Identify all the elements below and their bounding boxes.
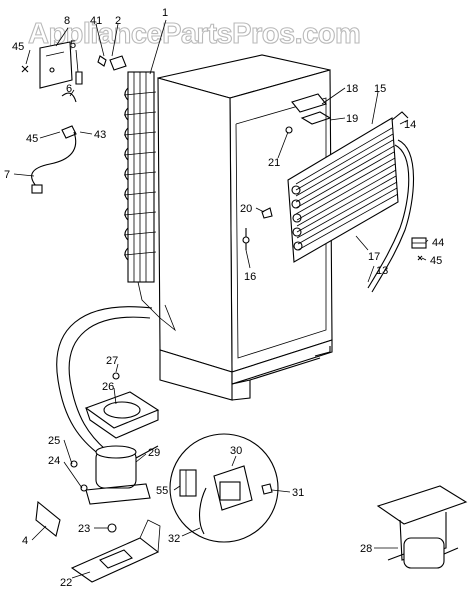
callout-17: 17 [368,251,380,263]
callout-44: 44 [432,237,444,249]
callout-45-b: 45 [26,133,38,145]
callout-45-a: 45 [12,41,24,53]
callout-55: 55 [156,485,168,497]
compressor [35,445,159,537]
callout-19: 19 [346,113,358,125]
callout-14: 14 [404,119,416,131]
callout-23: 23 [78,523,90,535]
callout-45-c: 45 [430,255,442,267]
callout-25: 25 [48,435,60,447]
drain-pan [84,372,160,439]
callout-27: 27 [106,355,118,367]
callout-4: 4 [22,535,28,547]
callout-20: 20 [240,203,252,215]
compressor-bottom-right [376,485,468,569]
callout-22: 22 [60,577,72,589]
callout-43: 43 [94,129,106,141]
callout-18: 18 [346,83,358,95]
callout-26: 26 [102,381,114,393]
overload-switch [411,237,427,261]
small-fasteners [242,126,293,250]
callout-24: 24 [48,455,60,467]
callout-15: 15 [374,83,386,95]
evaporator-coil [287,111,415,293]
callout-16: 16 [244,271,256,283]
callout-29: 29 [148,447,160,459]
refrigerator-cabinet [157,54,333,401]
electrical-bracket [21,41,127,194]
mounting-bracket [70,519,161,583]
callout-6: 6 [66,83,72,95]
watermark-text: AppliancePartsPros.com [28,18,360,50]
callout-31: 31 [292,487,304,499]
condenser-coil [123,71,176,332]
relay-detail-circle [169,433,279,543]
callout-7: 7 [4,169,10,181]
callout-leader-lines [13,19,429,579]
callout-2: 2 [115,15,121,27]
drain-hose [56,306,153,456]
callout-32: 32 [168,533,180,545]
callout-13: 13 [376,265,388,277]
callout-1: 1 [162,7,168,19]
callout-8: 8 [64,15,70,27]
callout-28: 28 [360,543,372,555]
callout-numbers: 1 2 41 8 45 5 6 45 43 7 18 15 19 14 21 2… [4,7,444,589]
defrost-heater [291,93,332,125]
callout-5: 5 [70,39,76,51]
callout-30: 30 [230,445,242,457]
callout-41: 41 [90,15,102,27]
callout-21: 21 [268,157,280,169]
